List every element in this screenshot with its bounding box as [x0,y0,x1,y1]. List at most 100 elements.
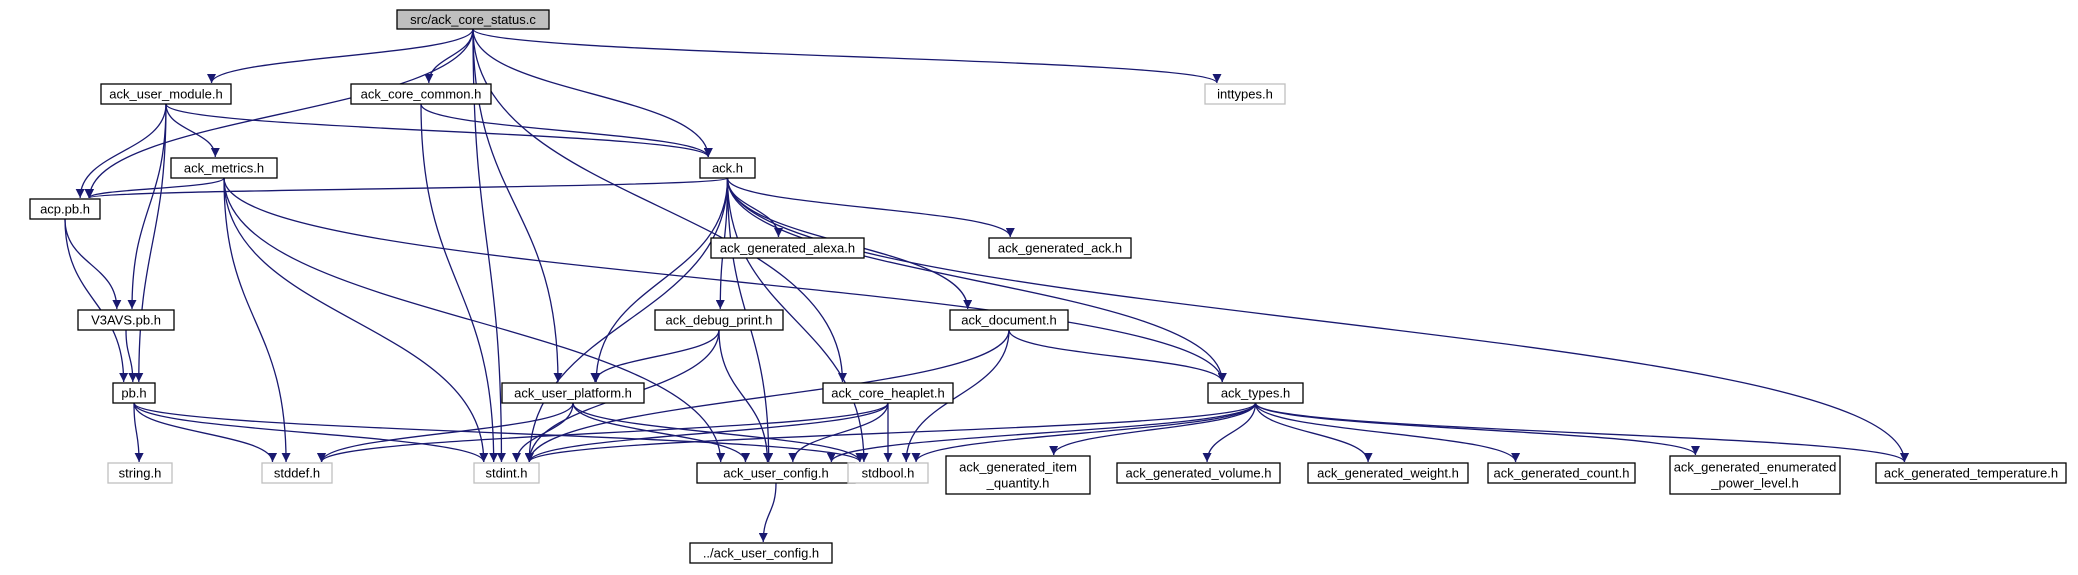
node-label: stddef.h [274,466,320,481]
node-box [710,237,865,259]
node-box [29,198,101,220]
node-ack-core-heaplet[interactable]: ack_core_heaplet.h [822,382,954,404]
edge-root-to-acp-pb [85,28,474,199]
node-ack-debug-print[interactable]: ack_debug_print.h [654,309,784,331]
edge-ack-debug-print-to-ack-user-config [718,329,772,463]
node-ack-generated-volume[interactable]: ack_generated_volume.h [1116,462,1281,484]
node-ack-types[interactable]: ack_types.h [1207,382,1304,404]
edge-ack-core-heaplet-to-ack-user-config [788,402,889,463]
node-box [473,462,540,484]
edge-acp-pb-to-v3avs-pb [64,218,122,310]
node-ack-generated-alexa[interactable]: ack_generated_alexa.h [710,237,865,259]
node-ack-core-common[interactable]: ack_core_common.h [350,83,492,105]
node-ack-user-platform[interactable]: ack_user_platform.h [501,382,645,404]
node-box [1875,462,2067,484]
node-root[interactable]: src/ack_core_status.c [396,9,550,30]
node-box [100,83,232,105]
node-box [501,382,645,404]
edge-ack-types-to-ack-generated-item-quantity [1049,402,1257,456]
edge-ack-to-ack-generated-ack [726,177,1015,238]
node-ack-document[interactable]: ack_document.h [949,309,1069,331]
node-ack[interactable]: ack.h [699,157,756,179]
node-label: ack_user_platform.h [514,386,632,401]
node-inttypes[interactable]: inttypes.h [1204,83,1286,105]
edge-root-to-ack-core-common [424,28,474,84]
node-stddef[interactable]: stddef.h [261,462,333,484]
node-string[interactable]: string.h [107,462,173,484]
node-box [350,83,492,105]
node-box [107,462,173,484]
node-label: _power_level.h [1710,476,1798,491]
edge-ack-metrics-to-stdint [223,177,489,463]
node-label: V3AVS.pb.h [91,313,161,328]
edge-ack-metrics-to-ack-user-config [223,177,726,463]
node-label: ack_generated_volume.h [1126,466,1272,481]
node-box [1669,455,1841,495]
edge-ack-user-module-to-v3avs-pb [127,103,167,310]
node-label: ack_generated_temperature.h [1884,466,2058,481]
node-ack-generated-weight[interactable]: ack_generated_weight.h [1307,462,1469,484]
node-label: _quantity.h [986,476,1050,491]
edge-ack-types-to-ack-generated-volume [1202,402,1257,463]
edge-ack-core-common-to-stdint [420,103,499,463]
edge-ack-user-platform-to-stdint [511,402,574,463]
node-box [1116,462,1281,484]
node-label: src/ack_core_status.c [410,12,536,27]
node-box [112,382,156,404]
node-ack-generated-item-quantity[interactable]: ack_generated_item_quantity.h [945,455,1091,495]
edge-root-to-stdint [472,28,506,463]
node-ack-generated-count[interactable]: ack_generated_count.h [1487,462,1636,484]
node-pb[interactable]: pb.h [112,382,156,404]
node-ack-metrics[interactable]: ack_metrics.h [170,157,278,179]
node-label: ack_user_config.h [723,466,829,481]
node-label: ack_types.h [1221,386,1290,401]
node-parent-ack-user-config[interactable]: ../ack_user_config.h [689,542,833,564]
node-ack-generated-ack[interactable]: ack_generated_ack.h [988,237,1132,259]
edge-ack-types-to-ack-generated-enumerated-power-level [1254,402,1700,456]
node-box [654,309,784,331]
node-label: ack_generated_alexa.h [720,241,855,256]
node-label: ack_core_heaplet.h [831,386,944,401]
node-ack-generated-temperature[interactable]: ack_generated_temperature.h [1875,462,2067,484]
edge-v3avs-pb-to-pb [125,329,138,383]
node-v3avs-pb[interactable]: V3AVS.pb.h [77,309,175,331]
edge-ack-to-stdbool [726,177,869,463]
edge-ack-to-ack-types [726,177,1227,383]
node-label: acp.pb.h [40,202,90,217]
node-label: ack_generated_count.h [1494,466,1630,481]
node-label: ack_generated_weight.h [1317,466,1459,481]
edge-ack-user-module-to-pb [134,103,167,383]
edge-ack-metrics-to-ack-types [223,177,1227,383]
node-ack-user-module[interactable]: ack_user_module.h [100,83,232,105]
node-stdint[interactable]: stdint.h [473,462,540,484]
node-stdbool[interactable]: stdbool.h [847,462,929,484]
edge-ack-core-common-to-ack [420,103,713,158]
node-acp-pb[interactable]: acp.pb.h [29,198,101,220]
edge-pb-to-stdbool [133,402,865,463]
edge-ack-document-to-stdint [524,329,1010,463]
edge-ack-core-heaplet-to-stdint [524,402,889,463]
node-label: ack_generated_item [959,460,1077,475]
node-label: stdbool.h [862,466,915,481]
node-label: string.h [119,466,162,481]
edge-ack-types-to-stdbool [911,402,1257,463]
edge-ack-to-acp-pb [85,177,729,199]
edge-root-to-inttypes [472,28,1222,84]
node-box [945,455,1091,495]
edge-ack-to-stdint [524,177,729,463]
node-box [1487,462,1636,484]
edge-root-to-ack-user-module [207,28,474,84]
node-label: ack_metrics.h [184,161,264,176]
edge-ack-metrics-to-stddef [223,177,291,463]
edge-ack-user-module-to-acp-pb [75,103,167,199]
edge-ack-to-ack-generated-temperature [726,177,1909,463]
node-ack-user-config[interactable]: ack_user_config.h [696,462,856,484]
node-ack-generated-enumerated-power-level[interactable]: ack_generated_enumerated_power_level.h [1669,455,1841,495]
edge-ack-document-to-ack-types [1008,329,1227,383]
node-label: inttypes.h [1217,87,1273,102]
edge-ack-user-platform-to-stddef [317,402,574,463]
node-box [170,157,278,179]
edge-ack-user-module-to-ack-metrics [165,103,220,158]
